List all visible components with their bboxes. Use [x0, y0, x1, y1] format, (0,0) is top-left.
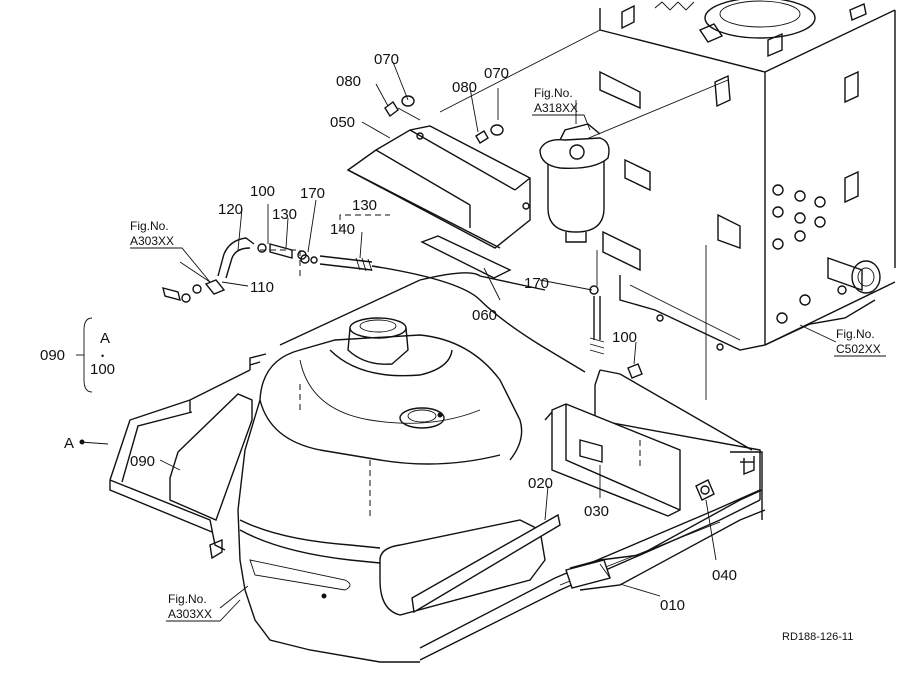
fig-ref-a318-line1: Fig.No. [534, 86, 573, 100]
label-060: 060 [472, 307, 497, 324]
fig-ref-a303-bottom-line1: Fig.No. [168, 592, 207, 606]
group-dot: • [101, 351, 104, 361]
label-010: 010 [660, 597, 685, 614]
label-170-right: 170 [524, 275, 549, 292]
plate-060 [420, 235, 512, 279]
label-050: 050 [330, 114, 355, 131]
label-110: 100 [612, 329, 637, 346]
label-080-left: 080 [336, 73, 361, 90]
fuel-filter [539, 100, 610, 243]
fig-ref-a318: Fig.No. A318XX [532, 86, 591, 131]
nut-110 [627, 363, 643, 379]
tank-frame [109, 272, 766, 661]
screw-set-right [475, 124, 504, 144]
label-170-left: 170 [300, 185, 325, 202]
screw-set-left [384, 95, 421, 121]
rail-010 [565, 489, 766, 591]
letter-a-main: A [64, 435, 74, 452]
fittings [162, 237, 307, 303]
label-130-top: 100 [250, 183, 275, 200]
label-130-bottom: 110 [250, 279, 274, 296]
leader-lines [79, 61, 717, 609]
label-140: 130 [272, 206, 297, 223]
cylinder-fitting [827, 257, 881, 294]
label-160: 140 [330, 221, 355, 238]
figure-refs: Fig.No. A318XX Fig.No. A303XX Fig.No. C5… [130, 86, 886, 622]
fig-ref-a303-bottom-line2: A303XX [168, 607, 212, 621]
fig-ref-a303-top-line1: Fig.No. [130, 219, 169, 233]
bolt-cluster [772, 184, 847, 324]
label-020: 020 [528, 475, 553, 492]
group-090-visible: 090 A • 100 [40, 317, 115, 393]
label-080-right: 080 [452, 79, 477, 96]
drawing-reference: RD188-126-11 [782, 631, 853, 643]
fig-ref-a318-line2: A318XX [534, 101, 578, 115]
label-030: 030 [584, 503, 609, 520]
label-040: 040 [712, 567, 737, 584]
tank-filler-neck [329, 317, 453, 377]
fuel-tank [237, 214, 546, 663]
label-070-right: 070 [484, 65, 509, 82]
label-100-group: 100 [90, 361, 115, 378]
part-labels: 070 080 070 080 050 100 170 120 130 130 … [130, 51, 737, 614]
fig-ref-c502-line1: Fig.No. [836, 327, 875, 341]
fig-ref-c502-line2: C502XX [836, 342, 881, 356]
fig-ref-c502: Fig.No. C502XX [834, 327, 886, 357]
label-120: 120 [218, 201, 243, 218]
engine-block [439, 0, 896, 400]
bolt-040 [695, 479, 715, 501]
fig-ref-a303-bottom: Fig.No. A303XX [166, 592, 241, 622]
label-150: 130 [352, 197, 377, 214]
fig-ref-a303-top-line2: A303XX [130, 234, 174, 248]
filter-hose [589, 250, 605, 355]
group-letter-a: A [100, 330, 110, 347]
bracket-050 [346, 125, 531, 249]
label-070-left: 070 [374, 51, 399, 68]
label-100-frame: 090 [130, 453, 155, 470]
label-090-group-number: 090 [40, 347, 65, 364]
fig-ref-a303-top: Fig.No. A303XX [130, 219, 211, 283]
hose-assembly [300, 254, 586, 373]
tank-sender [399, 407, 445, 429]
